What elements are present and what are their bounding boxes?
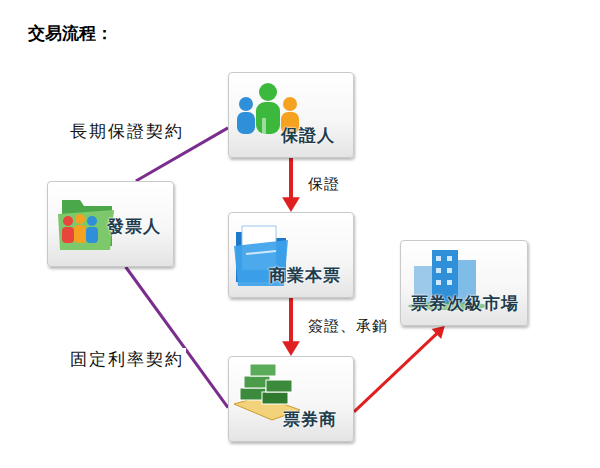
issuer-icon <box>58 200 114 250</box>
connector <box>126 267 228 408</box>
connector <box>282 298 300 356</box>
connector <box>282 158 300 212</box>
folder-icon <box>234 226 288 286</box>
process-box: 票券商 <box>228 356 354 442</box>
process-box: 保證人 <box>228 72 354 158</box>
process-box: 發票人 <box>47 181 174 267</box>
box-label: 票券次級市場 <box>411 292 519 315</box>
people-icon <box>237 83 299 134</box>
edge-label: 固定利率契約 <box>68 348 186 371</box>
arrow-head <box>282 341 300 356</box>
connector-line <box>289 298 293 343</box>
box-label: 票券商 <box>283 408 337 431</box>
process-box: 商業本票 <box>228 212 354 298</box>
process-box: 票券次級市場 <box>400 240 528 326</box>
edge-label: 保證 <box>306 175 342 194</box>
connector <box>354 326 445 412</box>
box-label: 發票人 <box>107 215 161 238</box>
arrow-head <box>432 326 445 339</box>
building-icon <box>408 250 488 310</box>
box-label: 保證人 <box>281 124 335 147</box>
arrow-head <box>282 197 300 212</box>
diagram-title: 交易流程： <box>28 22 113 45</box>
connector-line <box>354 333 438 412</box>
edge-label: 長期保證契約 <box>68 120 186 143</box>
money-icon <box>234 364 300 420</box>
edge-label: 簽證、承銷 <box>306 317 390 336</box>
connector-line <box>289 158 293 199</box>
connector-line <box>126 267 228 408</box>
box-label: 商業本票 <box>269 264 341 287</box>
